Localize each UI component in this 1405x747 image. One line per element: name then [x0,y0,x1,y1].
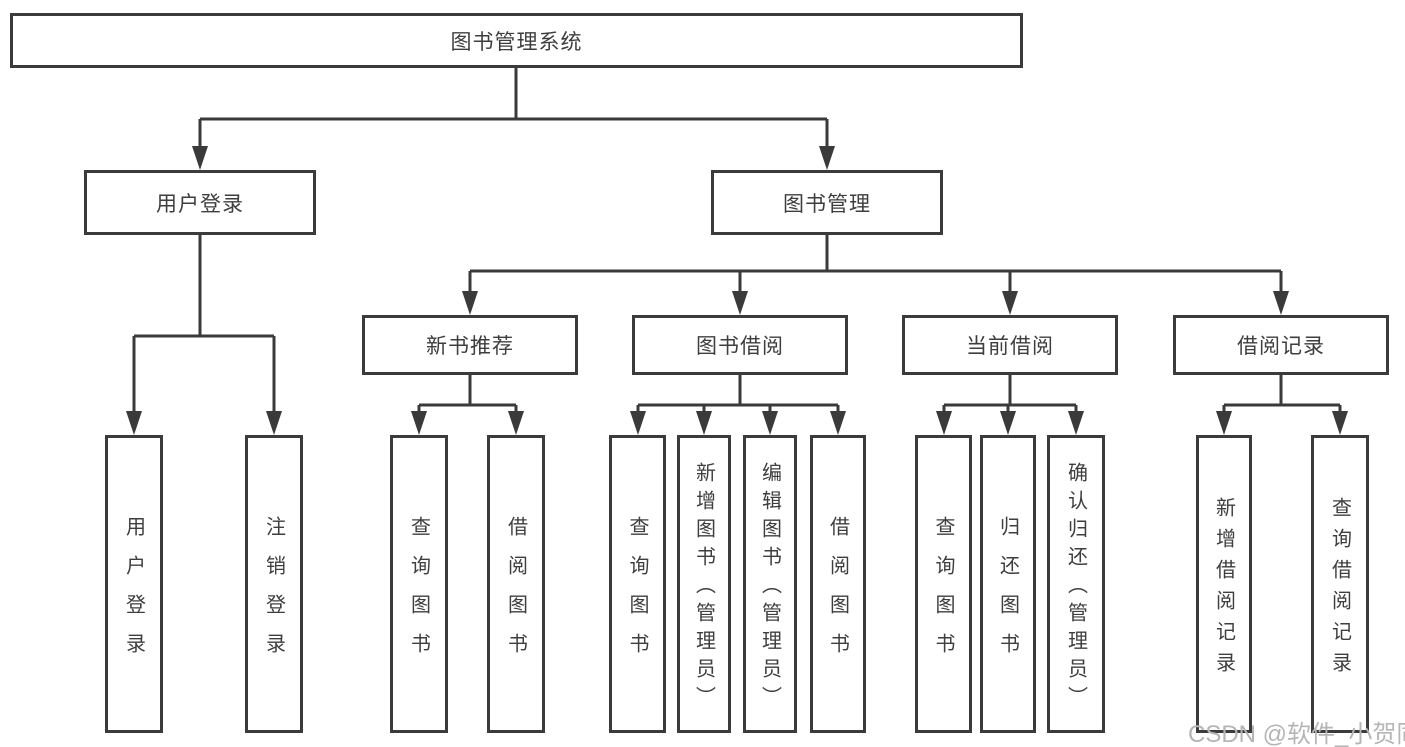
arrow-icon [266,411,282,435]
csdn-watermark: CSDN @软件_小贺同学 [1188,721,1405,747]
node-root: 图书管理系统 [10,13,1023,68]
arrow-icon [1000,411,1016,435]
arrow-icon [936,411,952,435]
node-leaf-add-borrow-record: 新增借阅记录 [1196,435,1252,733]
node-current-borrowing: 当前借阅 [902,315,1118,375]
node-leaf-borrow-books-recommend: 借阅图书 [487,435,545,733]
node-user-login: 用户登录 [84,170,316,235]
node-leaf-edit-book-admin: 编辑图书（管理员） [743,435,797,733]
node-leaf-query-borrow-record: 查询借阅记录 [1311,435,1369,733]
connector-borrowrecord-to-leaves [1222,375,1342,417]
arrow-icon [630,411,646,435]
connector-bookmgmt-to-level3 [468,235,1283,297]
node-leaf-borrow-books-borrowing: 借阅图书 [810,435,866,733]
node-leaf-query-books-current: 查询图书 [915,435,972,733]
node-leaf-confirm-return-admin: 确认归还（管理员） [1047,435,1105,733]
arrow-icon [696,411,712,435]
node-leaf-query-books-recommend: 查询图书 [390,435,448,733]
arrow-icon [411,411,427,435]
arrow-icon [462,291,478,315]
node-leaf-add-book-admin: 新增图书（管理员） [677,435,731,733]
connector-bookborrow-to-leaves [636,375,840,417]
node-leaf-logout: 注销登录 [245,435,303,733]
node-leaf-query-books-borrowing: 查询图书 [609,435,666,733]
arrow-icon [819,146,835,170]
node-leaf-return-books: 归还图书 [980,435,1036,733]
arrow-icon [830,411,846,435]
connector-userlogin-to-leaves [132,235,276,417]
connector-currentborrow-to-leaves [942,375,1078,417]
arrow-icon [126,411,142,435]
arrow-icon [1068,411,1084,435]
connector-newbook-to-leaves [417,375,518,417]
node-leaf-user-login: 用户登录 [105,435,163,733]
node-borrowing-records: 借阅记录 [1173,315,1389,375]
node-book-borrowing: 图书借阅 [632,315,848,375]
node-new-book-recommend: 新书推荐 [362,315,578,375]
arrow-icon [762,411,778,435]
arrowheads [126,146,1348,435]
node-book-management: 图书管理 [711,170,943,235]
arrow-icon [1332,411,1348,435]
arrow-icon [1002,291,1018,315]
arrow-icon [508,411,524,435]
arrow-icon [192,146,208,170]
arrow-icon [1273,291,1289,315]
arrow-icon [732,291,748,315]
connector-root-to-level2 [198,68,829,152]
arrow-icon [1216,411,1232,435]
